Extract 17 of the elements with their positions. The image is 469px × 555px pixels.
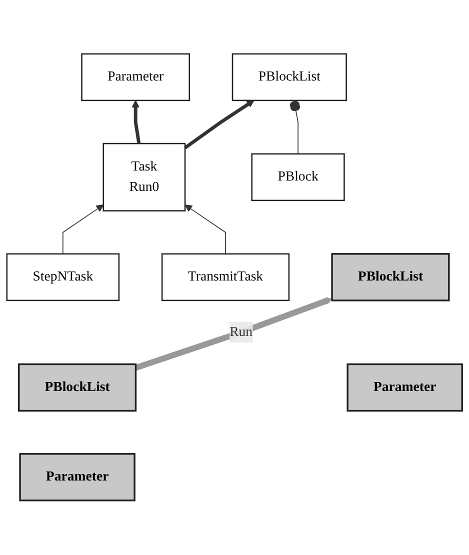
- arrow: [62, 204, 104, 255]
- node-box: StepNTask: [6, 254, 120, 302]
- node-box: PBlockList: [18, 364, 137, 412]
- node-box: Parameter: [81, 54, 190, 102]
- edge-label: Run: [230, 324, 253, 340]
- node-box: PBlock: [251, 154, 345, 202]
- node-box: Parameter: [19, 453, 136, 502]
- connector: [290, 100, 300, 155]
- arrow: [184, 100, 254, 150]
- arrow: [132, 100, 141, 144]
- node-box: Parameter: [346, 364, 463, 412]
- node-box: Task Run0: [102, 143, 186, 212]
- node-box: PBlockList: [232, 54, 347, 102]
- arrow: [134, 297, 332, 371]
- node-box: TransmitTask: [161, 254, 290, 302]
- node-box: PBlockList: [331, 253, 450, 302]
- arrow: [184, 204, 226, 255]
